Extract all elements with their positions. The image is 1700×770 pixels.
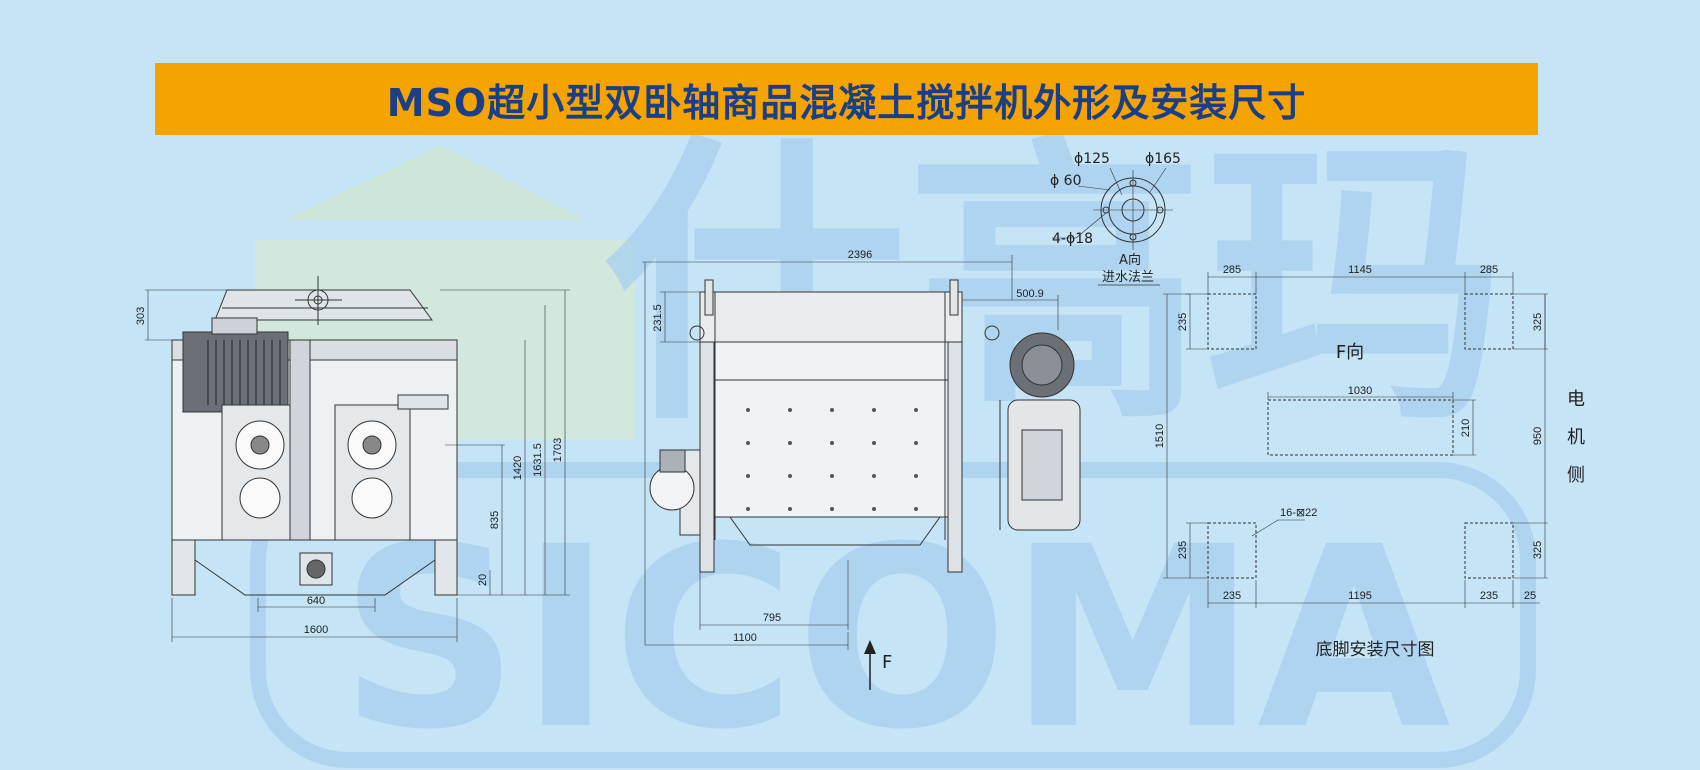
dim-2396: 2396 [848, 249, 872, 261]
motor-side-char-3: 侧 [1567, 465, 1585, 486]
plan-dim-210: 210 [1460, 419, 1472, 437]
dim-835: 835 [489, 511, 501, 529]
flange-caption-a: A向 [1119, 252, 1141, 268]
page-title: MSO超小型双卧轴商品混凝土搅拌机外形及安装尺寸 [386, 80, 1307, 125]
dim-1631-5: 1631.5 [532, 443, 544, 477]
motor-side-char-2: 机 [1567, 427, 1585, 448]
dim-1600: 1600 [304, 624, 328, 636]
plan-dim-bottom-235-right: 235 [1480, 590, 1498, 602]
dim-1420: 1420 [512, 456, 524, 480]
dim-303: 303 [135, 307, 147, 325]
flange-caption-inlet: 进水法兰 [1102, 270, 1154, 285]
flange-dim-165: ϕ165 [1145, 151, 1181, 167]
plan-dim-25: 25 [1524, 590, 1536, 602]
dim-1100: 1100 [733, 632, 757, 644]
foot-installation-plan: 285 1145 285 235 325 F向 1030 210 1510 95… [1154, 264, 1585, 660]
plan-dim-325-top: 325 [1532, 313, 1544, 331]
dim-795: 795 [763, 612, 781, 624]
plan-dim-1195: 1195 [1348, 590, 1372, 602]
watermark-en: SICOMA [339, 493, 1450, 770]
dim-231-5: 231.5 [652, 304, 664, 332]
plan-dim-285-right: 285 [1480, 264, 1498, 276]
title-banner: MSO超小型双卧轴商品混凝土搅拌机外形及安装尺寸 [155, 63, 1538, 135]
plan-dim-1145: 1145 [1348, 264, 1372, 276]
dim-640: 640 [307, 595, 325, 607]
plan-dim-950: 950 [1532, 427, 1544, 445]
plan-dim-holes: 16-⊠22 [1280, 507, 1317, 519]
plan-dim-285-left: 285 [1223, 264, 1241, 276]
f-view-label: F向 [1336, 342, 1364, 363]
dim-1703: 1703 [552, 438, 564, 462]
side-view: 2396 231.5 500.9 795 1100 F [642, 249, 1081, 690]
foot-plan-caption: 底脚安装尺寸图 [1316, 640, 1435, 660]
dim-20: 20 [477, 574, 489, 586]
motor-side-char-1: 电 [1567, 389, 1585, 410]
flange-dim-60: ϕ 60 [1050, 173, 1082, 189]
water-inlet-flange-detail: ϕ125 ϕ165 ϕ 60 4-ϕ18 A向 进水法兰 [1050, 151, 1181, 286]
plan-dim-bottom-235-left: 235 [1223, 590, 1241, 602]
front-view: 303 1600 640 835 20 1420 1631.5 1703 [135, 276, 570, 642]
plan-dim-1510: 1510 [1154, 424, 1166, 448]
f-direction-label: F [882, 652, 892, 673]
dim-500-9: 500.9 [1016, 288, 1044, 300]
flange-dim-125: ϕ125 [1074, 151, 1110, 167]
plan-dim-235-bottom: 235 [1177, 541, 1189, 559]
flange-dim-18: 4-ϕ18 [1052, 231, 1093, 247]
plan-dim-235-top: 235 [1177, 313, 1189, 331]
plan-dim-325-bottom: 325 [1532, 541, 1544, 559]
plan-dim-1030: 1030 [1348, 385, 1372, 397]
